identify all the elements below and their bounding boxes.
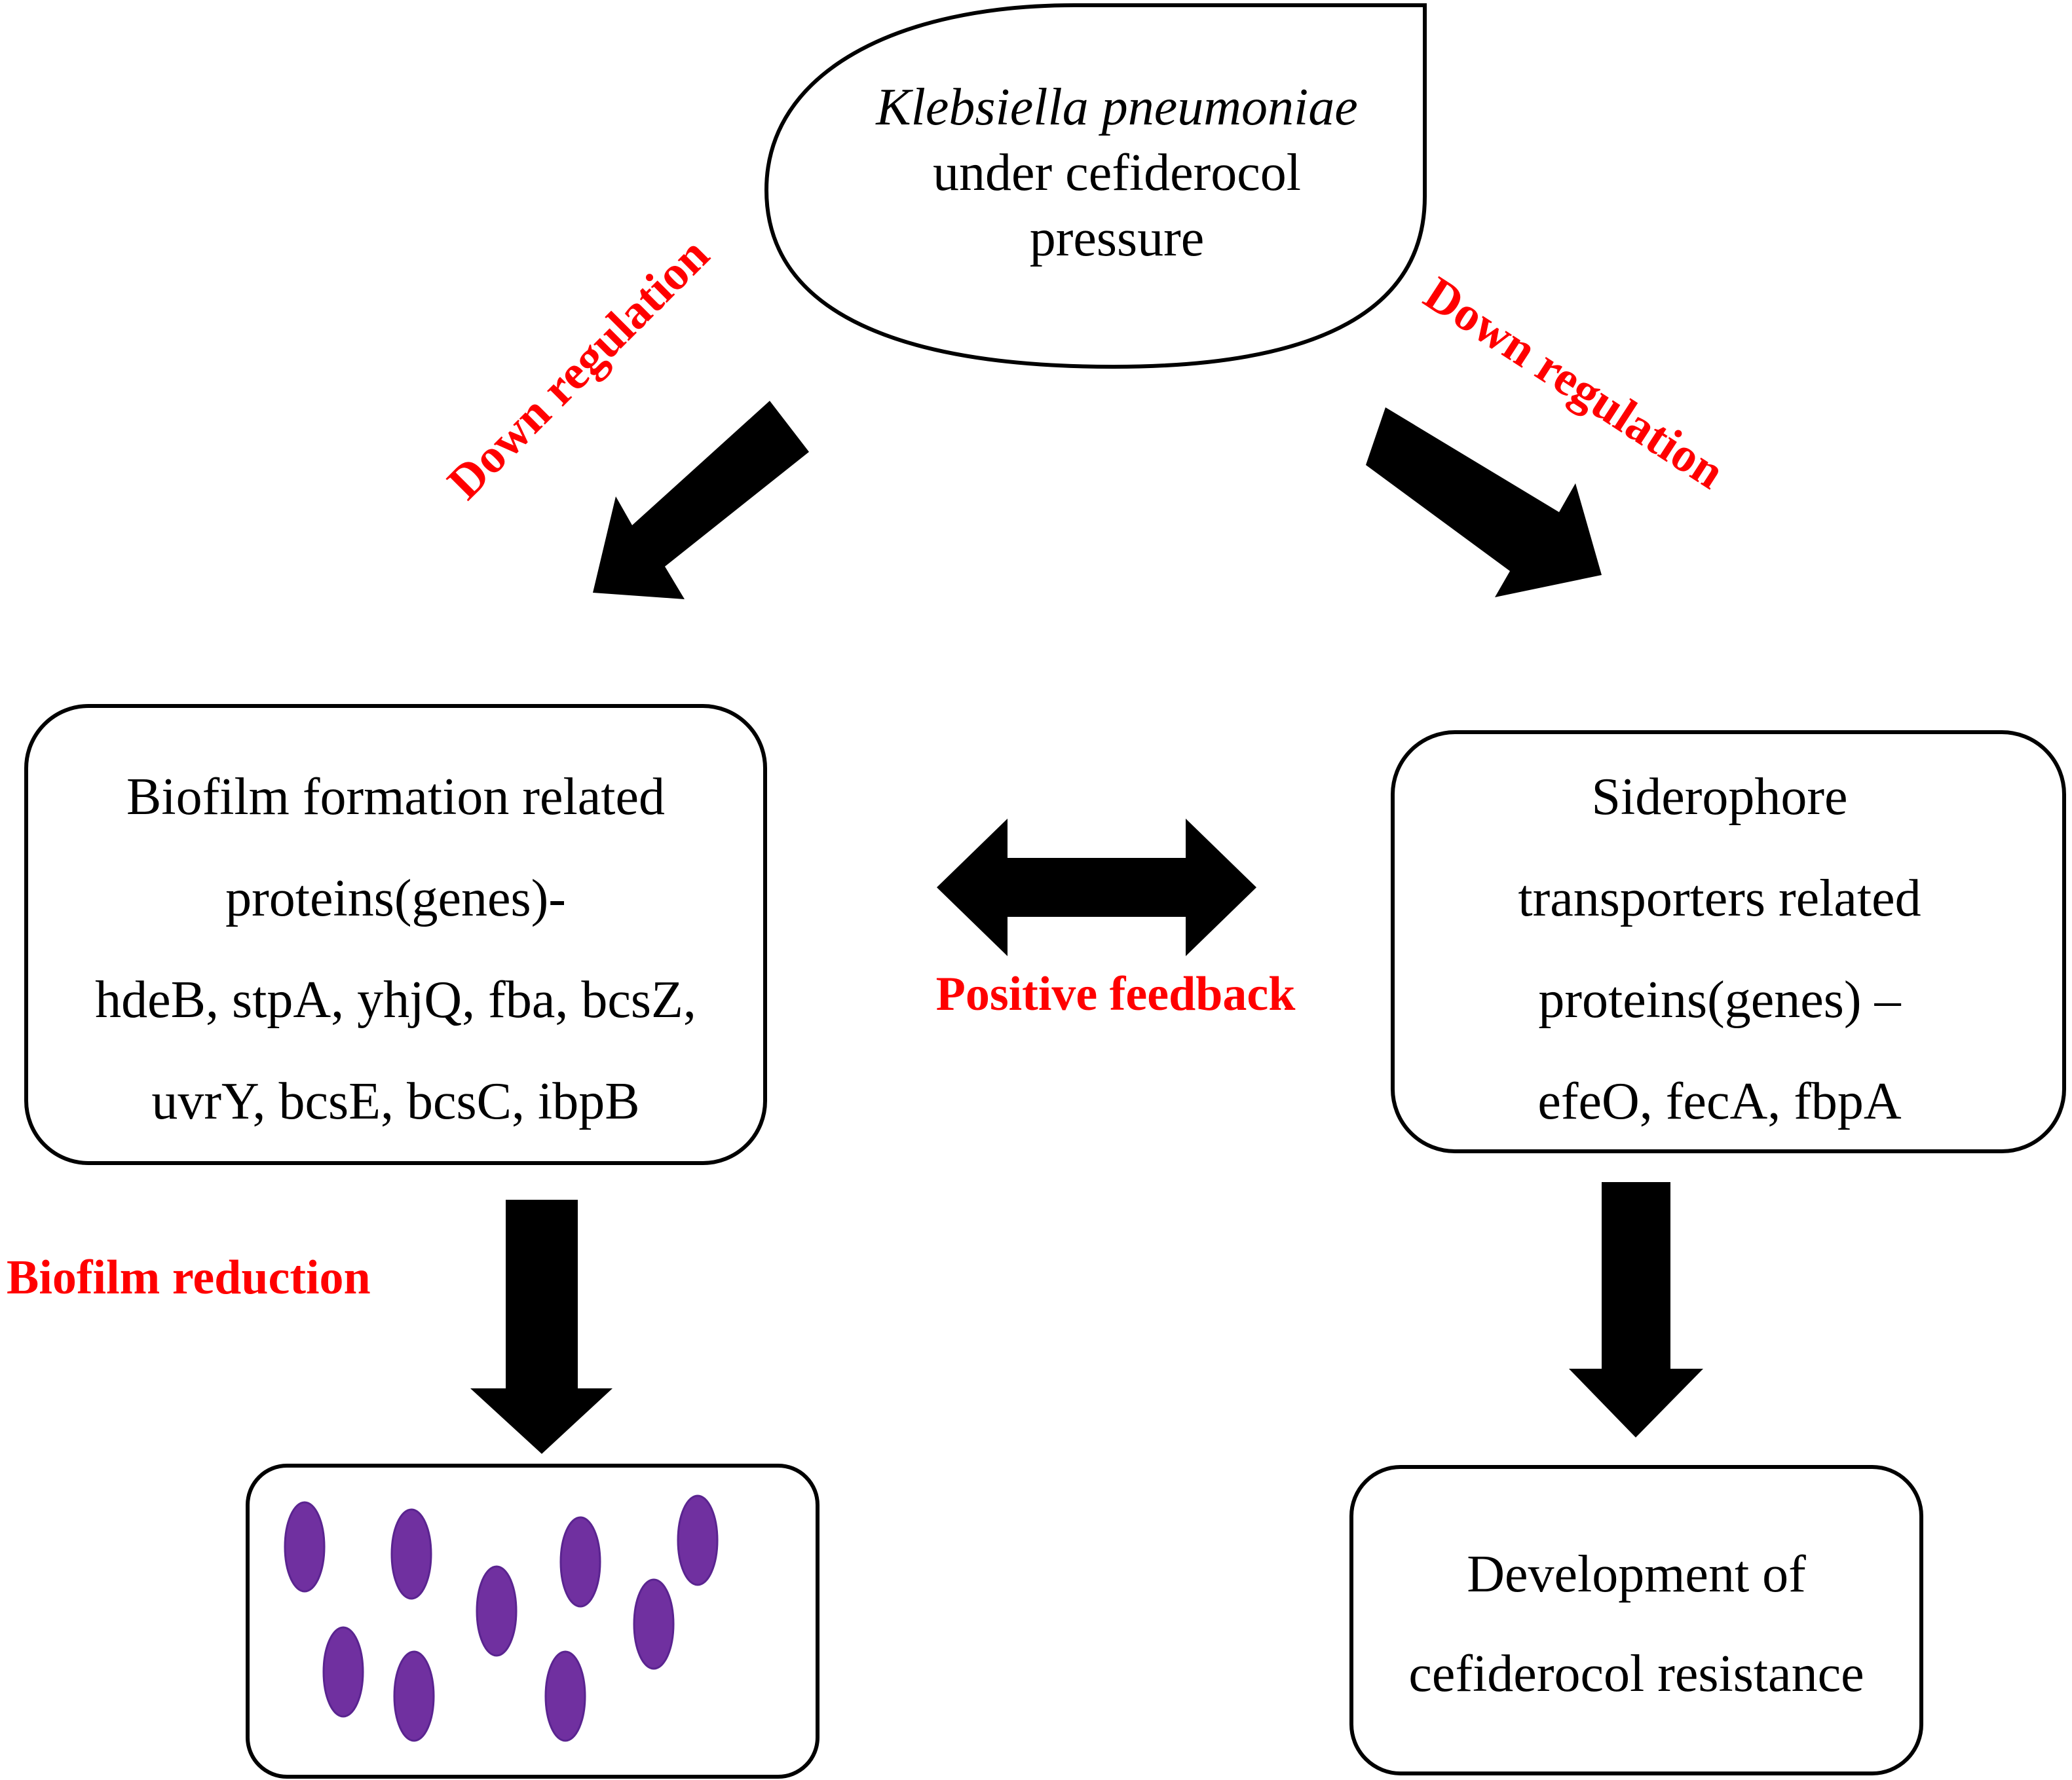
bacterium-cell xyxy=(390,1508,432,1600)
top-node-line2: under cefiderocol xyxy=(933,144,1301,202)
bacterium-cell xyxy=(322,1626,364,1718)
siderophore-box-line-1: Siderophore xyxy=(1591,768,1847,826)
label-positive-feedback: Positive feedback xyxy=(936,967,1296,1021)
bacterium-cell xyxy=(559,1516,601,1608)
bacterium-cell xyxy=(476,1565,518,1657)
siderophore-box-line-2: transporters related xyxy=(1518,870,1921,927)
bacteria-panel xyxy=(246,1464,819,1779)
top-node-line3: pressure xyxy=(1030,210,1205,267)
top-node-shape xyxy=(764,3,1427,369)
biofilm-proteins-box-frame xyxy=(24,704,767,1165)
bacteria-cells-icon xyxy=(284,1494,719,1742)
resistance-box-line-1: Development of xyxy=(1467,1546,1806,1603)
siderophore-box-line-3: proteins(genes) – xyxy=(1538,971,1901,1029)
arrow-down-right xyxy=(1366,407,1602,597)
biofilm-box-line-3: hdeB, stpA, yhjQ, fba, bcsZ, xyxy=(95,971,696,1029)
bacterium-cell xyxy=(284,1501,326,1593)
arrow-down-left xyxy=(593,401,809,599)
label-biofilm-reduction: Biofilm reduction xyxy=(7,1251,371,1305)
biofilm-box-line-4: uvrY, bcsE, bcsC, ibpB xyxy=(151,1073,639,1130)
resistance-box-line-2: cefiderocol resistance xyxy=(1408,1645,1864,1703)
siderophore-box-line-4: efeO, fecA, fbpA xyxy=(1537,1073,1902,1130)
label-down-regulation-left: Down regulation xyxy=(438,228,720,510)
bacterium-cell xyxy=(677,1494,719,1586)
bacterium-cell xyxy=(544,1650,586,1742)
resistance-box: Development of cefiderocol resistance xyxy=(1349,1465,1923,1775)
biofilm-proteins-box: Biofilm formation related proteins(genes… xyxy=(24,704,767,1165)
biofilm-box-line-2: proteins(genes)- xyxy=(225,870,566,927)
bacterium-cell xyxy=(633,1578,675,1670)
bacteria-panel-frame xyxy=(246,1464,819,1779)
siderophore-box-frame xyxy=(1391,730,2066,1153)
top-node-organism: Klebsiella pneumoniae xyxy=(875,79,1357,136)
arrow-down-siderophore xyxy=(1569,1182,1703,1437)
siderophore-box: Siderophore transporters related protein… xyxy=(1391,730,2066,1153)
biofilm-box-line-1: Biofilm formation related xyxy=(126,768,665,826)
top-node: Klebsiella pneumoniae under cefiderocol … xyxy=(764,3,1427,369)
arrow-down-biofilm xyxy=(470,1200,612,1454)
resistance-box-frame xyxy=(1349,1465,1923,1775)
bacterium-cell xyxy=(393,1650,435,1742)
double-arrow-feedback xyxy=(937,819,1256,956)
